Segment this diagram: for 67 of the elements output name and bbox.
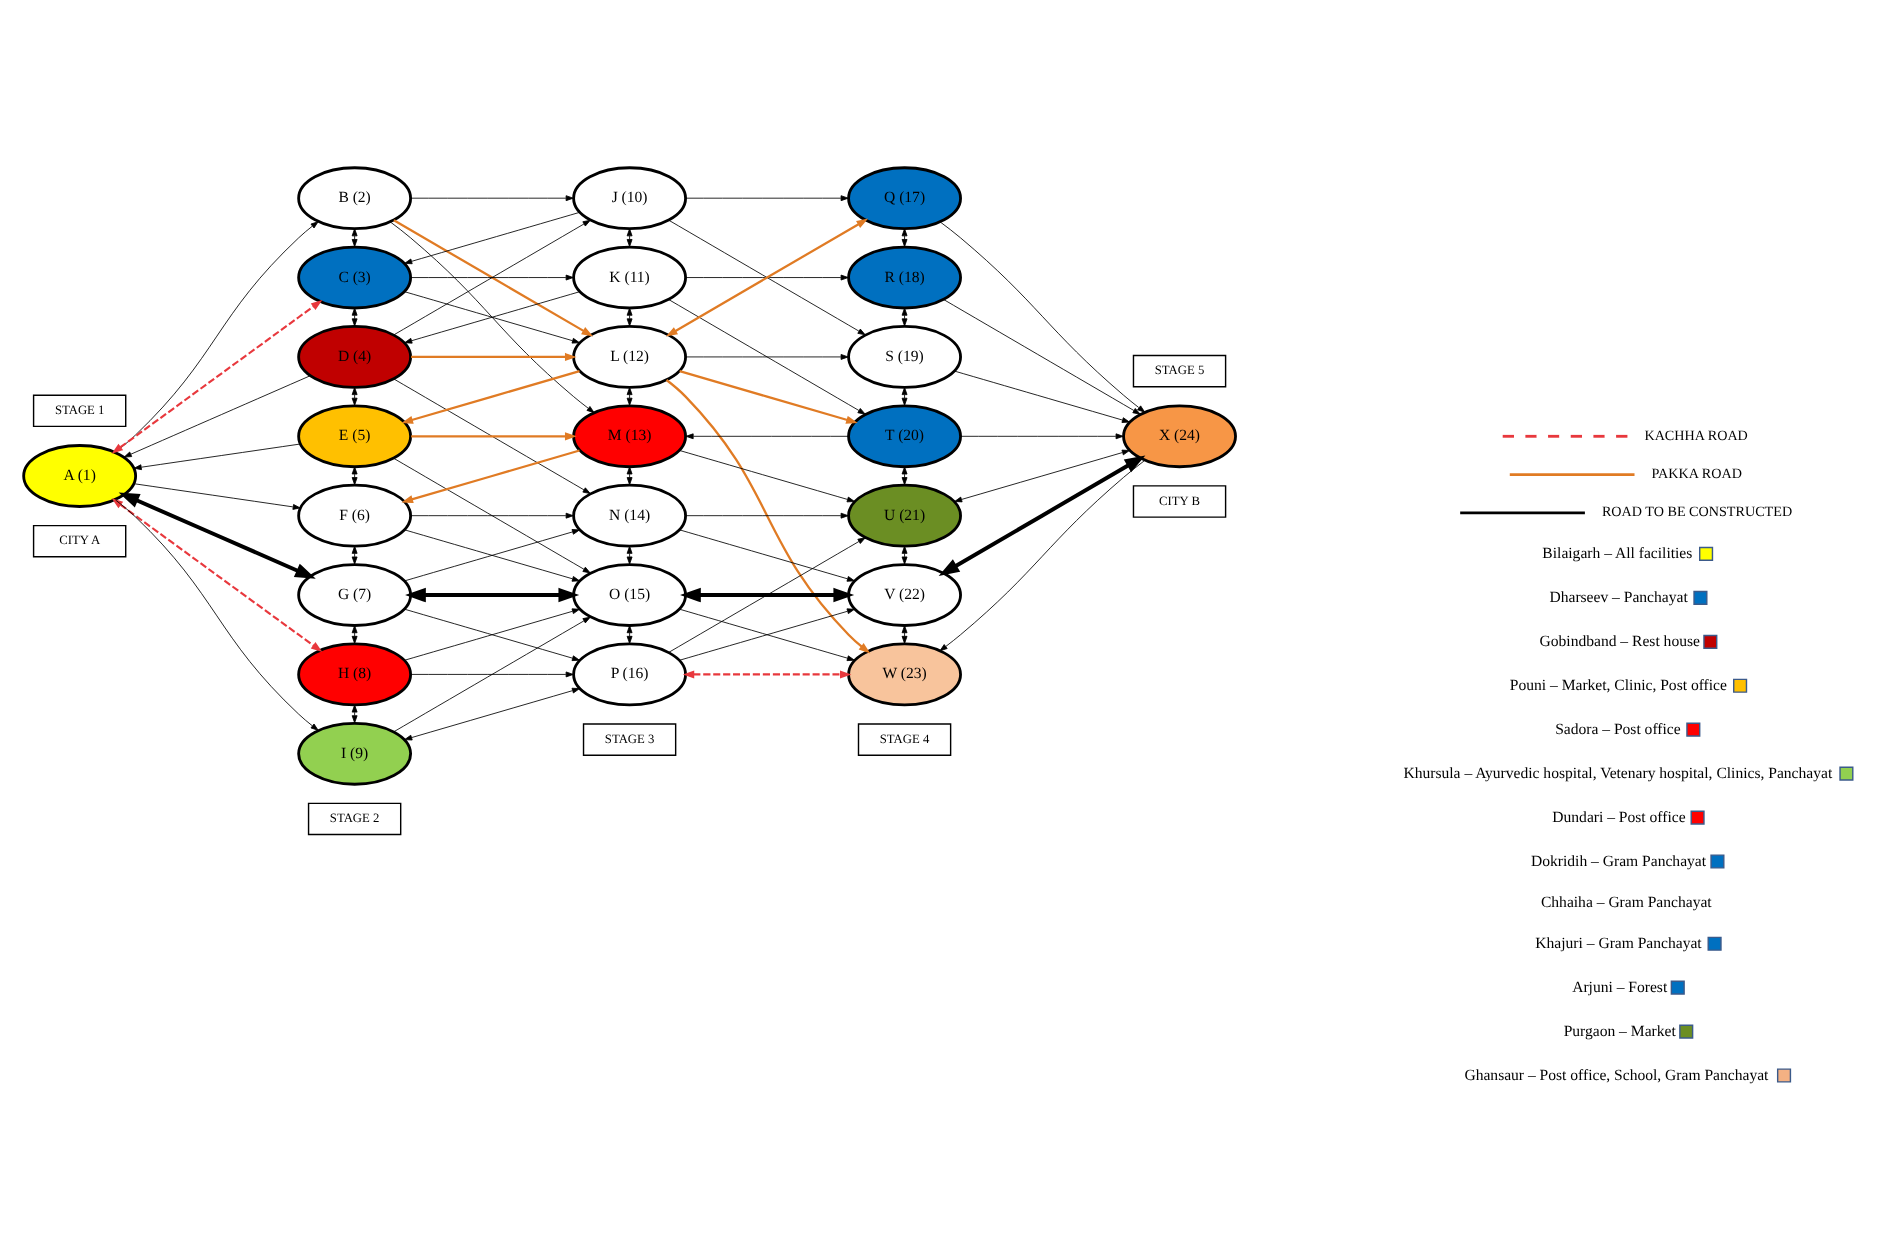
legend-label: Bilaigarh – All facilities xyxy=(1541,543,1692,562)
legend-label: Ghansaur – Post office, School, Gram Panchayat xyxy=(1463,1065,1768,1084)
arrow xyxy=(132,443,300,471)
arrow xyxy=(409,274,573,281)
arrow xyxy=(667,299,865,415)
arrow xyxy=(625,625,632,644)
arrow xyxy=(409,512,573,519)
arrow xyxy=(110,498,322,652)
arrow xyxy=(114,221,318,453)
arrow xyxy=(392,457,590,574)
legend-label: Pouni – Market, Clinic, Post office xyxy=(1508,675,1726,694)
arrow xyxy=(132,483,300,510)
arrow xyxy=(404,587,579,603)
arrow xyxy=(664,379,870,654)
arrow xyxy=(678,529,854,582)
arrow xyxy=(409,195,573,202)
arrow xyxy=(403,529,579,582)
legend-label: Gobindband – Rest house xyxy=(1538,631,1699,650)
arrow xyxy=(403,687,579,741)
arrow xyxy=(679,587,854,603)
arrow xyxy=(409,671,573,678)
arrow xyxy=(938,221,1145,413)
arrow xyxy=(114,499,318,731)
legend-label: Dokridih – Gram Panchayat xyxy=(1530,851,1706,870)
legend-label: Dharseev – Panchayat xyxy=(1548,587,1687,606)
arrow xyxy=(684,195,848,202)
arrow xyxy=(110,300,322,454)
arrow xyxy=(350,387,357,406)
arrow xyxy=(667,537,865,653)
legend-label: Khursula – Ayurvedic hospital, Vetenary hospital, Clinics, Panchayat xyxy=(1402,763,1832,782)
arrow xyxy=(942,299,1140,415)
arrow xyxy=(684,433,848,440)
arrow xyxy=(625,387,632,406)
legend-label: Sadora – Post office xyxy=(1554,719,1680,738)
legend-label: Purgaon – Market xyxy=(1562,1021,1675,1040)
arrow xyxy=(684,512,848,519)
node-ellipse: K (11) xyxy=(571,245,686,310)
legend-label: Dundari – Post office xyxy=(1551,807,1685,826)
legend-label: Khajuri – Gram Panchayat xyxy=(1534,933,1701,952)
arrow xyxy=(953,370,1129,423)
legend-label: Chhaiha – Gram Panchayat xyxy=(1539,892,1711,911)
arrow xyxy=(681,670,851,679)
arrow xyxy=(410,432,576,441)
arrow xyxy=(684,274,848,281)
arrow xyxy=(678,450,854,503)
arrow xyxy=(900,625,907,644)
arrow xyxy=(959,433,1123,440)
arrow xyxy=(350,625,357,644)
arrow xyxy=(678,370,857,424)
arrow xyxy=(400,370,579,424)
arrow xyxy=(403,291,579,344)
arrow xyxy=(403,211,579,265)
arrow xyxy=(392,616,590,733)
arrow xyxy=(122,375,310,458)
arrow xyxy=(938,460,1145,652)
arrow xyxy=(388,221,594,414)
node-ellipse: R (18) xyxy=(846,245,961,310)
arrow xyxy=(900,387,907,406)
node-ellipse: G (7) xyxy=(296,563,412,627)
arrow xyxy=(392,378,590,494)
legend-label: Arjuni – Forest xyxy=(1571,977,1667,996)
arrow xyxy=(410,352,576,361)
arrow xyxy=(953,449,1129,503)
arrow xyxy=(684,354,848,360)
arrow xyxy=(400,449,579,504)
arrow xyxy=(117,492,315,579)
arrow xyxy=(937,455,1145,576)
